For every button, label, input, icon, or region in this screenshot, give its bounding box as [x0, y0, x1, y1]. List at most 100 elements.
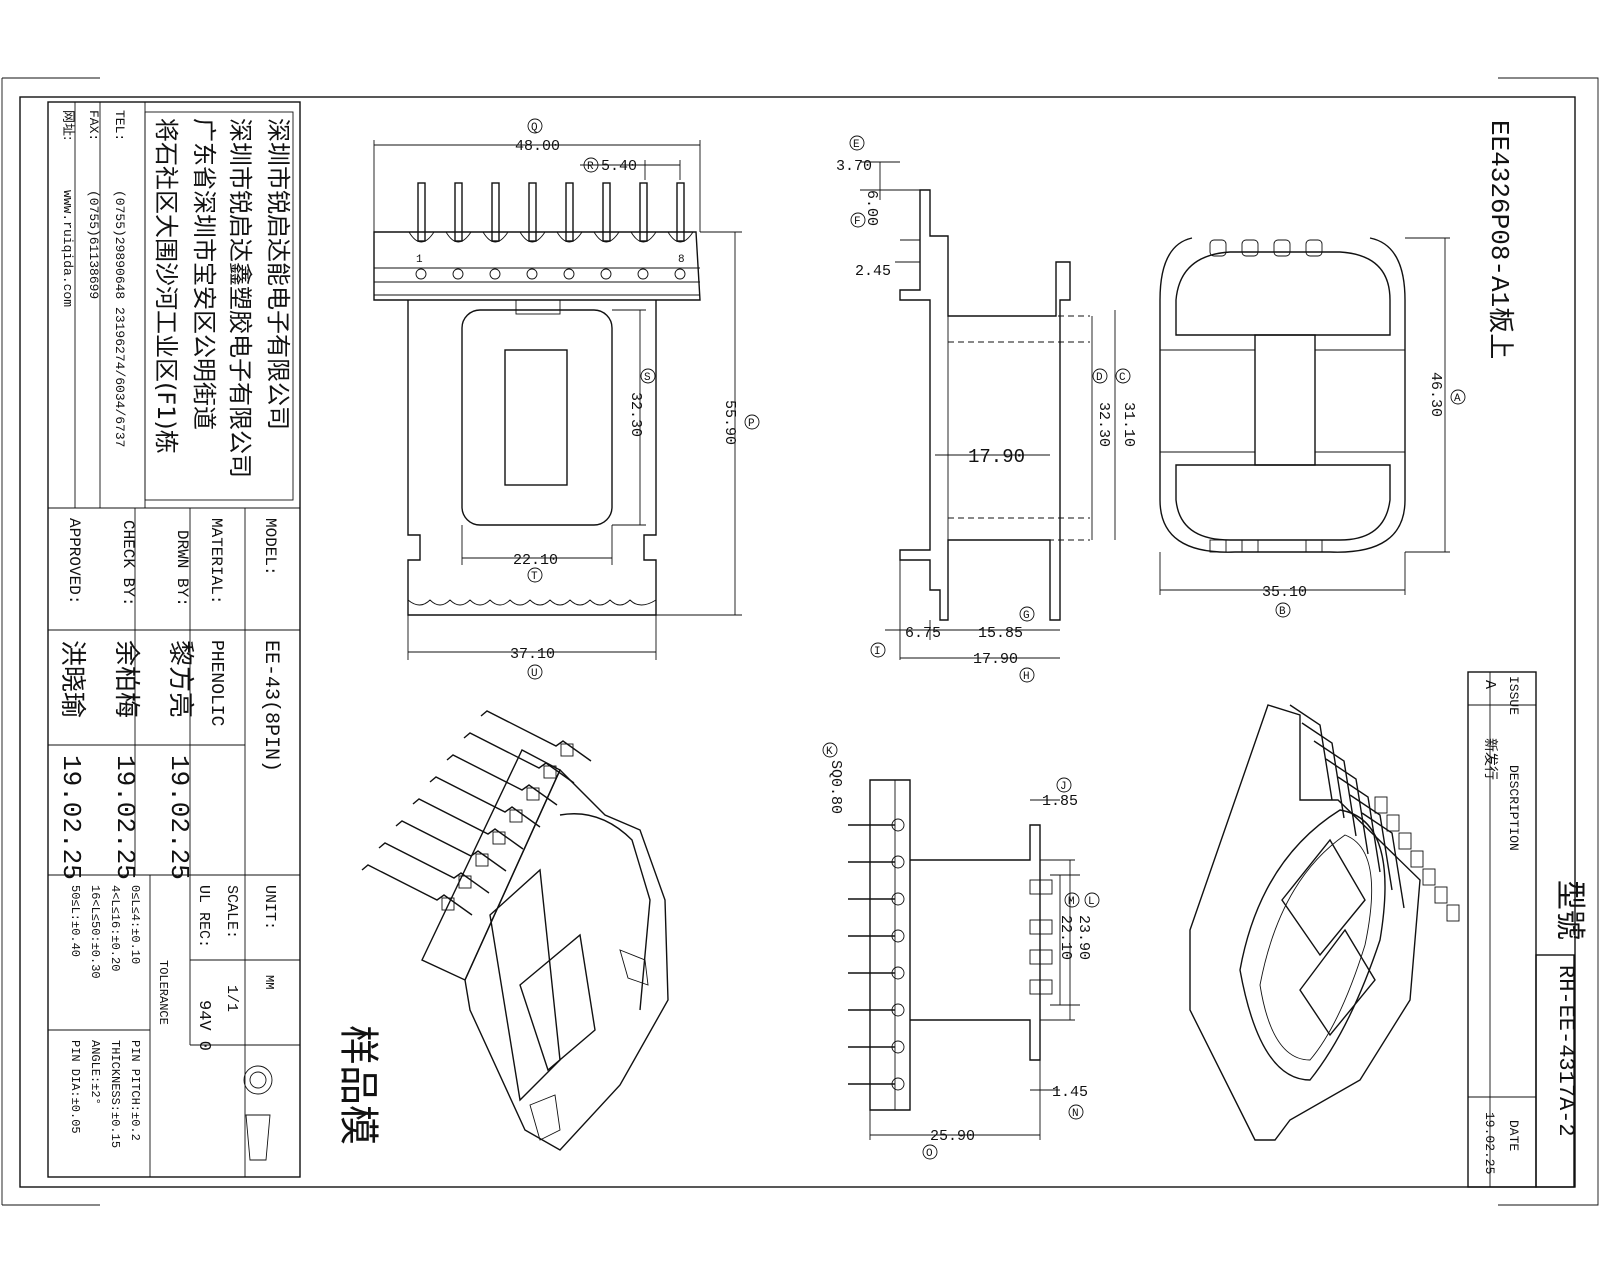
revision-block: ISSUE A DESCRIPTION 新发行 DATE 19.02.25 [1467, 671, 1537, 1188]
ul-value: 94V 0 [194, 1000, 213, 1051]
pin-socket [441, 897, 455, 911]
pin [667, 182, 694, 280]
description-value: 新发行 [1482, 738, 1498, 780]
pin-socket [526, 787, 540, 801]
pin [395, 820, 507, 872]
tag-a: A [1454, 393, 1461, 405]
drwn-date: 19.02.25 [164, 755, 194, 880]
tag-g: G [1023, 610, 1030, 622]
pin [556, 182, 583, 280]
sheet-frame [1, 77, 1599, 1206]
dim-1-85: 1.85 [1042, 793, 1078, 810]
tag-f: F [854, 216, 861, 228]
date-label: DATE [1506, 1120, 1521, 1151]
tag-e: E [853, 139, 860, 151]
pin-socket [560, 743, 574, 757]
ul-label: UL REC: [195, 885, 212, 948]
tolerance-1: 0≤L≤4:±0.10 [128, 885, 142, 964]
tag-b: B [1279, 606, 1286, 618]
dim-17-90-center: 17.90 [968, 446, 1025, 468]
company-address-1: 广东省深圳市宝安区公明街道 [190, 118, 218, 430]
tab [1305, 239, 1323, 257]
tag-j: J [1060, 781, 1067, 793]
tag-m: M [1068, 896, 1075, 908]
tag-p: P [748, 418, 755, 430]
dim-6-75: 6.75 [905, 625, 941, 642]
pin-socket [1434, 886, 1448, 904]
pin [1325, 758, 1369, 855]
pin [412, 798, 524, 850]
dim-6-00: 6.00 [863, 190, 880, 226]
dim-22-10: 22.10 [513, 552, 558, 569]
tag-n: N [1072, 1108, 1079, 1120]
check-date: 19.02.25 [110, 755, 140, 880]
tab [1209, 239, 1227, 257]
pin [593, 182, 620, 280]
tab [1241, 539, 1259, 553]
tag-t: T [531, 571, 538, 583]
dim-37-10: 37.10 [510, 646, 555, 663]
description-label: DESCRIPTION [1506, 765, 1521, 851]
pin [848, 1077, 905, 1091]
tab [1029, 919, 1053, 935]
pin [1349, 794, 1393, 891]
company-name-2: 深圳市锐启达鑫塑胶电子有限公司 [226, 118, 254, 478]
issue-value: A [1481, 680, 1498, 689]
drwn-label: DRWN BY: [173, 530, 191, 607]
material-value: PHENOLIC [206, 640, 226, 727]
web-value: www.ruiqida.com [60, 190, 75, 307]
material-label: MATERIAL: [207, 518, 225, 604]
drawing-title: EE4326P08-A1板上 [1484, 120, 1515, 359]
dim-3-70: 3.70 [836, 158, 872, 175]
pin [429, 776, 541, 828]
issue-label: ISSUE [1506, 676, 1521, 715]
dim-15-85: 15.85 [978, 625, 1023, 642]
tag-h: H [1023, 671, 1030, 683]
approved-date: 19.02.25 [56, 755, 86, 880]
isometric-view-left [361, 710, 669, 1151]
tag-s: S [644, 372, 651, 384]
dim-sq-0-80: SQ0.80 [827, 760, 844, 814]
front-pin-row [848, 818, 905, 1091]
dim-25-90: 25.90 [930, 1128, 975, 1145]
pin-socket [458, 875, 472, 889]
pin [446, 754, 558, 806]
pin [361, 864, 473, 916]
check-name: 余柏梅 [111, 640, 141, 718]
pin [848, 929, 905, 943]
tolerance-2: 4<L≤16:±0.20 [108, 885, 122, 971]
dim-1-45: 1.45 [1052, 1084, 1088, 1101]
isometric-view-right [1189, 704, 1460, 1141]
pin [630, 182, 657, 280]
pin [848, 818, 905, 832]
view-plan: 46.30 A 35.10 B [1159, 237, 1466, 618]
iso-left-pins [361, 710, 592, 916]
title-block-fields: MODEL: EE-43(8PIN) MATERIAL: PHENOLIC DR… [56, 518, 282, 1148]
pin [378, 842, 490, 894]
dim-23-90: 23.90 [1075, 915, 1092, 960]
model-header: 型號 [1552, 880, 1587, 940]
unit-value: MM [262, 975, 276, 989]
tolerance-4: 50≤L:±0.40 [68, 885, 82, 957]
tab [1029, 879, 1053, 895]
pin-row [408, 182, 694, 280]
tag-o: O [926, 1148, 933, 1160]
pin [519, 182, 546, 280]
tab [1209, 539, 1227, 553]
tab [1305, 539, 1323, 553]
pin [480, 710, 592, 762]
pin [445, 182, 472, 280]
dim-32-30-side: 32.30 [1095, 402, 1112, 447]
pin [848, 1040, 905, 1054]
pin [848, 1003, 905, 1017]
sample-label: 样品模 [335, 1025, 381, 1145]
pin [408, 182, 435, 280]
drwn-name: 黎方亮 [165, 640, 195, 718]
company-name-1: 深圳市锐启达能电子有限公司 [264, 118, 292, 430]
dim-48: 48.00 [515, 138, 560, 155]
front-tabs [1029, 879, 1053, 995]
scale-value: 1/1 [223, 985, 240, 1012]
tag-l: L [1088, 896, 1095, 908]
pin [848, 892, 905, 906]
